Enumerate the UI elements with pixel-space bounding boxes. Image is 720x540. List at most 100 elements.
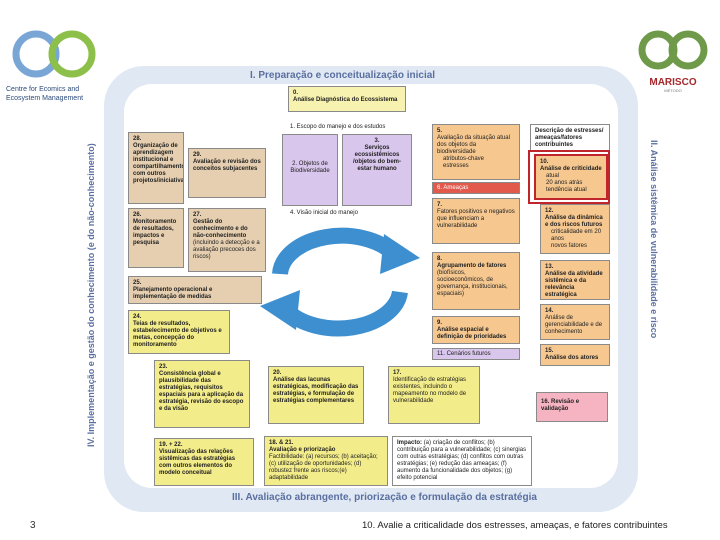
step-27-body: (incluindo a detecção e a avaliação prec… xyxy=(193,240,260,260)
step-8-num: 8. xyxy=(437,256,443,262)
step-10-item-0: atual xyxy=(546,173,560,179)
step-25-title: Planejamento operacional e implementação… xyxy=(133,287,213,300)
step-9-title: Análise espacial e definição de priorida… xyxy=(437,327,507,340)
slide-caption: 10. Avalie a criticalidade dos estresses… xyxy=(362,520,668,531)
step-29-num: 29. xyxy=(193,152,202,158)
box-step-0[interactable]: 0. Análise Diagnóstica do Ecossistema xyxy=(288,86,406,112)
step-5-item-0: atributos-chave xyxy=(443,156,485,162)
step-12-item-0: criticalidade em 20 anos xyxy=(551,229,602,242)
description-title: Descrição de estresses/ ameaças/fatores … xyxy=(535,128,604,148)
step-12-title: Análise da dinâmica e dos riscos futuros xyxy=(545,215,603,228)
box-step-12[interactable]: 12. Análise da dinâmica e dos riscos fut… xyxy=(540,204,610,254)
box-step-25[interactable]: 25. Planejamento operacional e implement… xyxy=(128,276,262,304)
logo-left-text: Centre for Ecomics and Ecosystem Managem… xyxy=(6,86,84,102)
step-4-label: 4. Visão inicial do manejo xyxy=(290,210,358,216)
box-step-11[interactable]: 11. Cenários futuros xyxy=(432,348,520,360)
box-step-10[interactable]: 10. Análise de criticidade atual 20 anos… xyxy=(534,154,608,200)
step-14-num: 14. xyxy=(545,308,554,314)
box-step-23[interactable]: 23. Consistência global e plausibilidade… xyxy=(154,360,250,428)
box-step-18-21[interactable]: 18. & 21. Avaliação e priorização Factib… xyxy=(264,436,388,486)
box-step-15[interactable]: 15. Análise dos atores xyxy=(540,344,610,366)
box-description[interactable]: Descrição de estresses/ ameaças/fatores … xyxy=(530,124,610,152)
step-10-item-2: tendência atual xyxy=(546,187,587,193)
step-5-item-1: estresses xyxy=(443,163,469,169)
step-1-label: 1. Escopo do manejo e dos estudos xyxy=(290,124,386,130)
step-16-title: 16. Revisão e validação xyxy=(541,399,580,412)
box-step-28[interactable]: 28. Organização de aprendizagem instituc… xyxy=(128,132,184,204)
page-number: 3 xyxy=(30,520,36,531)
step-27-title: Gestão do conhecimento e do não-conhecim… xyxy=(193,219,248,239)
step-10-item-1: 20 anos atrás xyxy=(546,180,583,186)
box-step-3[interactable]: 3. Serviços ecossistêmicos /objetos do b… xyxy=(342,134,412,206)
step-8-title: Agrupamento de fatores xyxy=(437,263,507,269)
band-top-title: I. Preparação e conceitualização inicial xyxy=(250,70,436,81)
step-14-title: Análise de gerenciabilidade e de conheci… xyxy=(545,315,603,335)
box-step-16[interactable]: 16. Revisão e validação xyxy=(536,392,608,422)
step-27-num: 27. xyxy=(193,212,202,218)
box-step-9[interactable]: 9. Análise espacial e definição de prior… xyxy=(432,316,520,344)
step-6-text: 6. Ameaças xyxy=(437,185,469,191)
box-step-7[interactable]: 7. Fatores positivos e negativos que inf… xyxy=(432,198,520,244)
box-step-27[interactable]: 27. Gestão do conhecimento e do não-conh… xyxy=(188,208,266,272)
step-8-body: (biofísicos, socioeconômicos, de governa… xyxy=(437,270,508,297)
logo-right-name: MARISCO xyxy=(649,77,697,88)
band-bottom-title: III. Avaliação abrangente, priorização e… xyxy=(232,492,537,503)
logo-right-sub: MÉTODO xyxy=(664,88,682,93)
box-step-5[interactable]: 5. Avaliação da situação atual dos objet… xyxy=(432,124,520,180)
step-26-num: 26. xyxy=(133,212,142,218)
step-5-body: Avaliação da situação atual dos objetos … xyxy=(437,135,510,155)
box-impacto[interactable]: Impacto: (a) criação de conflitos; (b) c… xyxy=(392,436,532,486)
step-3-num: 3. xyxy=(374,138,380,144)
step-24-title: Teias de resultados, estabelecimento de … xyxy=(133,321,222,348)
box-step-26[interactable]: 26. Monitoramento de resultados, impacto… xyxy=(128,208,184,268)
step-19-title: Visualização das relações sistêmicas das… xyxy=(159,449,236,476)
step-0-num: 0. xyxy=(293,90,299,96)
step-13-title: Análise da atividade sistêmica e da rele… xyxy=(545,271,603,298)
step-10-title: Análise de criticidade xyxy=(540,166,602,172)
step-12-num: 12. xyxy=(545,208,554,214)
box-step-24[interactable]: 24. Teias de resultados, estabelecimento… xyxy=(128,310,230,354)
logo-right: MARISCO MÉTODO xyxy=(628,28,718,98)
step-25-num: 25. xyxy=(133,280,142,286)
step-17-body: Identificação de estratégias existentes,… xyxy=(393,377,467,404)
step-18-body: Factibilidade: (a) recursos; (b) aceitaç… xyxy=(269,454,378,481)
band-right-title: II. Análise sistêmica de vulnerabilidade… xyxy=(649,140,659,339)
box-step-29[interactable]: 29. Avaliação e revisão dos conceitos su… xyxy=(188,148,266,198)
box-step-8[interactable]: 8. Agrupamento de fatores (biofísicos, s… xyxy=(432,252,520,310)
step-7-num: 7. xyxy=(437,202,443,208)
box-step-13[interactable]: 13. Análise da atividade sistêmica e da … xyxy=(540,260,610,300)
box-step-19-22[interactable]: 19. + 22. Visualização das relações sist… xyxy=(154,438,254,486)
step-12-item-1: novos fatores xyxy=(551,243,588,249)
box-step-17[interactable]: 17. Identificação de estratégias existen… xyxy=(388,366,480,424)
step-20-num: 20. xyxy=(273,370,282,376)
marisco-logo-icon xyxy=(638,30,708,70)
step-20-title: Análise das lacunas estratégicas, modifi… xyxy=(273,377,359,404)
step-10-num: 10. xyxy=(540,159,549,165)
step-0-title: Análise Diagnóstica do Ecossistema xyxy=(293,97,398,103)
step-11-text: 11. Cenários futuros xyxy=(437,351,491,357)
step-28-title: Organização de aprendizagem instituciona… xyxy=(133,143,184,184)
box-step-20[interactable]: 20. Análise das lacunas estratégicas, mo… xyxy=(268,366,364,424)
step-17-num: 17. xyxy=(393,370,402,376)
step-23-num: 23. xyxy=(159,364,168,370)
cycle-arrow-icon xyxy=(260,227,420,337)
step-24-num: 24. xyxy=(133,314,142,320)
step-3-title: Serviços ecossistêmicos /objetos do bem-… xyxy=(353,145,401,172)
box-step-2[interactable]: 2. Objetos de Biodiversidade xyxy=(282,134,338,206)
step-9-num: 9. xyxy=(437,320,443,326)
step-7-title: Fatores positivos e negativos que influe… xyxy=(437,209,515,229)
step-29-title: Avaliação e revisão dos conceitos subjac… xyxy=(193,159,261,172)
step-13-num: 13. xyxy=(545,264,554,270)
band-left-title: IV. Implementação e gestão do conhecimen… xyxy=(86,143,96,447)
impacto-title: Impacto: xyxy=(397,440,423,446)
step-18-num: 18. & 21. xyxy=(269,440,294,446)
step-19-num: 19. + 22. xyxy=(159,442,183,448)
step-15-num: 15. xyxy=(545,348,554,354)
box-step-14[interactable]: 14. Análise de gerenciabilidade e de con… xyxy=(540,304,610,340)
step-23-title: Consistência global e plausibilidade das… xyxy=(159,371,244,412)
step-28-num: 28. xyxy=(133,136,142,142)
box-step-6[interactable]: 6. Ameaças xyxy=(432,182,520,194)
logo-left: Centre for Ecomics and Ecosystem Managem… xyxy=(6,28,116,102)
step-26-title: Monitoramento de resultados, impactos e … xyxy=(133,219,177,246)
impacto-body: (a) criação de conflitos; (b) contribuiç… xyxy=(397,440,527,481)
